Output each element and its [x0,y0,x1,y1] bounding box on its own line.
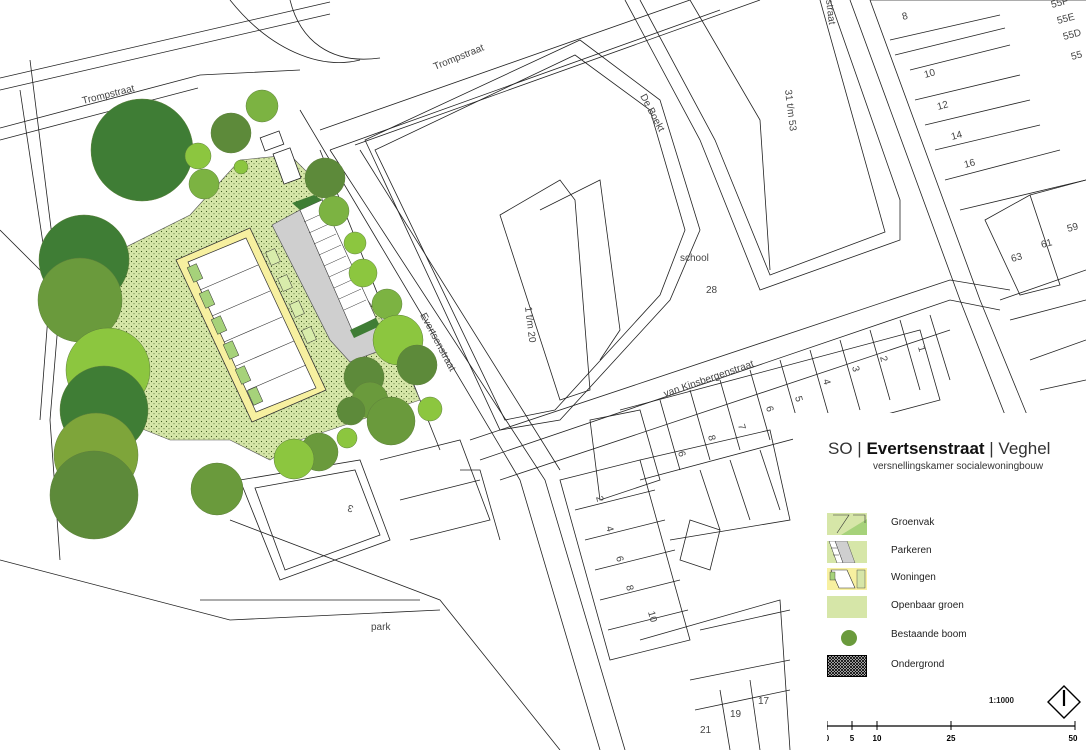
tree [90,98,194,202]
house-number: 14 [950,129,964,143]
legend-subtitle: versnellingskamer socialewoningbouw [873,461,1044,472]
legend-item-groenvak: Groenvak [827,513,1057,535]
legend-label: Woningen [891,572,936,583]
house-number: 2 [593,495,605,504]
tree [188,168,220,200]
legend-label: Bestaande boom [891,629,967,640]
tree [184,142,212,170]
tree [318,195,350,227]
house-number: 21 [700,725,712,736]
tree [336,427,358,449]
house-number: 59 [1066,221,1080,235]
legend-title: SO | Evertsenstraat | Veghel [828,439,1050,459]
tree [273,438,315,480]
house-number: 10 [645,610,659,624]
house-number: 4 [603,525,615,534]
legend-title-main: Evertsenstraat [866,439,985,458]
legend-label: Ondergrond [891,659,945,670]
house-number: 2 [877,355,889,364]
legend-title-prefix: SO | [828,439,867,458]
tree [348,258,378,288]
tree [371,288,403,320]
street-label-top-right: straat [823,0,837,25]
house-numbers: 28 3 8 10 12 14 16 55F 55E 55D 55 63 61 … [346,0,1084,736]
legend-item-ondergrond: Ondergrond [827,655,1057,677]
legend-title-suffix: | Veghel [984,439,1051,458]
scale-tick: 0 [827,734,830,743]
house-number: 6 [675,450,687,459]
scale-tick: 5 [850,734,855,743]
house-number: 10 [923,67,937,81]
house-number: 4 [820,378,832,387]
legend-panel: SO | Evertsenstraat | Veghel versnelling… [793,413,1086,750]
scale-tick: 25 [947,734,956,743]
house-number: 3 [346,502,355,514]
house-number: 16 [963,157,977,171]
house-number: 3 [849,365,861,374]
parking-swatch [827,541,867,563]
street-label-trompstraat-east: Trompstraat [432,42,486,72]
tree [366,396,416,446]
tree [417,396,443,422]
housing-block [175,227,327,423]
tree-dot-swatch [841,630,857,646]
housing-swatch [827,568,867,590]
legend-label: Groenvak [891,517,935,528]
house-number: 5 [792,395,804,404]
house-number: 19 [730,709,742,720]
house-number: 63 [1010,251,1024,265]
place-label-school: school [680,253,709,264]
street-label-van-kinsbergenstraat: van Kinsbergenstraat [662,359,755,400]
tree [210,112,252,154]
legend-item-openbaar-groen: Openbaar groen [827,596,1057,618]
house-number: 1 [915,345,927,354]
house-number: 12 [936,99,950,113]
house-number: 7 [735,423,747,432]
small-buildings [259,130,302,185]
house-number: 55 [1070,49,1084,63]
house-number: 8 [623,584,635,593]
tree [343,231,367,255]
tree [233,159,249,175]
legend-item-bestaande-boom: Bestaande boom [827,625,1057,647]
house-number: 6 [763,405,775,414]
green-plot-swatch [827,513,867,535]
place-label-park: park [371,622,391,633]
house-number: 55D [1062,28,1083,43]
legend-item-woningen: Woningen [827,568,1057,590]
address-range-31-53: 31 t/m 53 [782,89,798,132]
house-number: 6 [613,555,625,564]
existing-trees [37,89,443,540]
legend-label: Parkeren [891,545,932,556]
house-number: 61 [1040,237,1054,251]
north-arrow-icon [1047,685,1081,719]
house-number: 17 [758,696,770,707]
tree [304,157,346,199]
house-number: 8 [901,11,910,23]
street-label-de-boekt: De Boekt [637,92,666,134]
scale-tick: 10 [873,734,882,743]
house-number: 55F [1050,0,1069,11]
scale-tick: 50 [1069,734,1078,743]
hatched-swatch [827,655,867,677]
tree [336,396,366,426]
house-number: 8 [705,434,717,443]
public-green-swatch [827,596,867,618]
scale-text: 1:1000 [989,696,1014,705]
address-range-1-20: 1 t/m 20 [522,306,537,344]
legend-label: Openbaar groen [891,600,964,611]
scale-bar: 0 5 10 25 50 [827,721,1078,743]
house-number: 55E [1056,12,1076,27]
house-number: 28 [706,285,718,296]
tree [245,89,279,123]
tree [190,462,244,516]
tree [49,450,139,540]
legend-item-parkeren: Parkeren [827,541,1057,563]
tree [396,344,438,386]
